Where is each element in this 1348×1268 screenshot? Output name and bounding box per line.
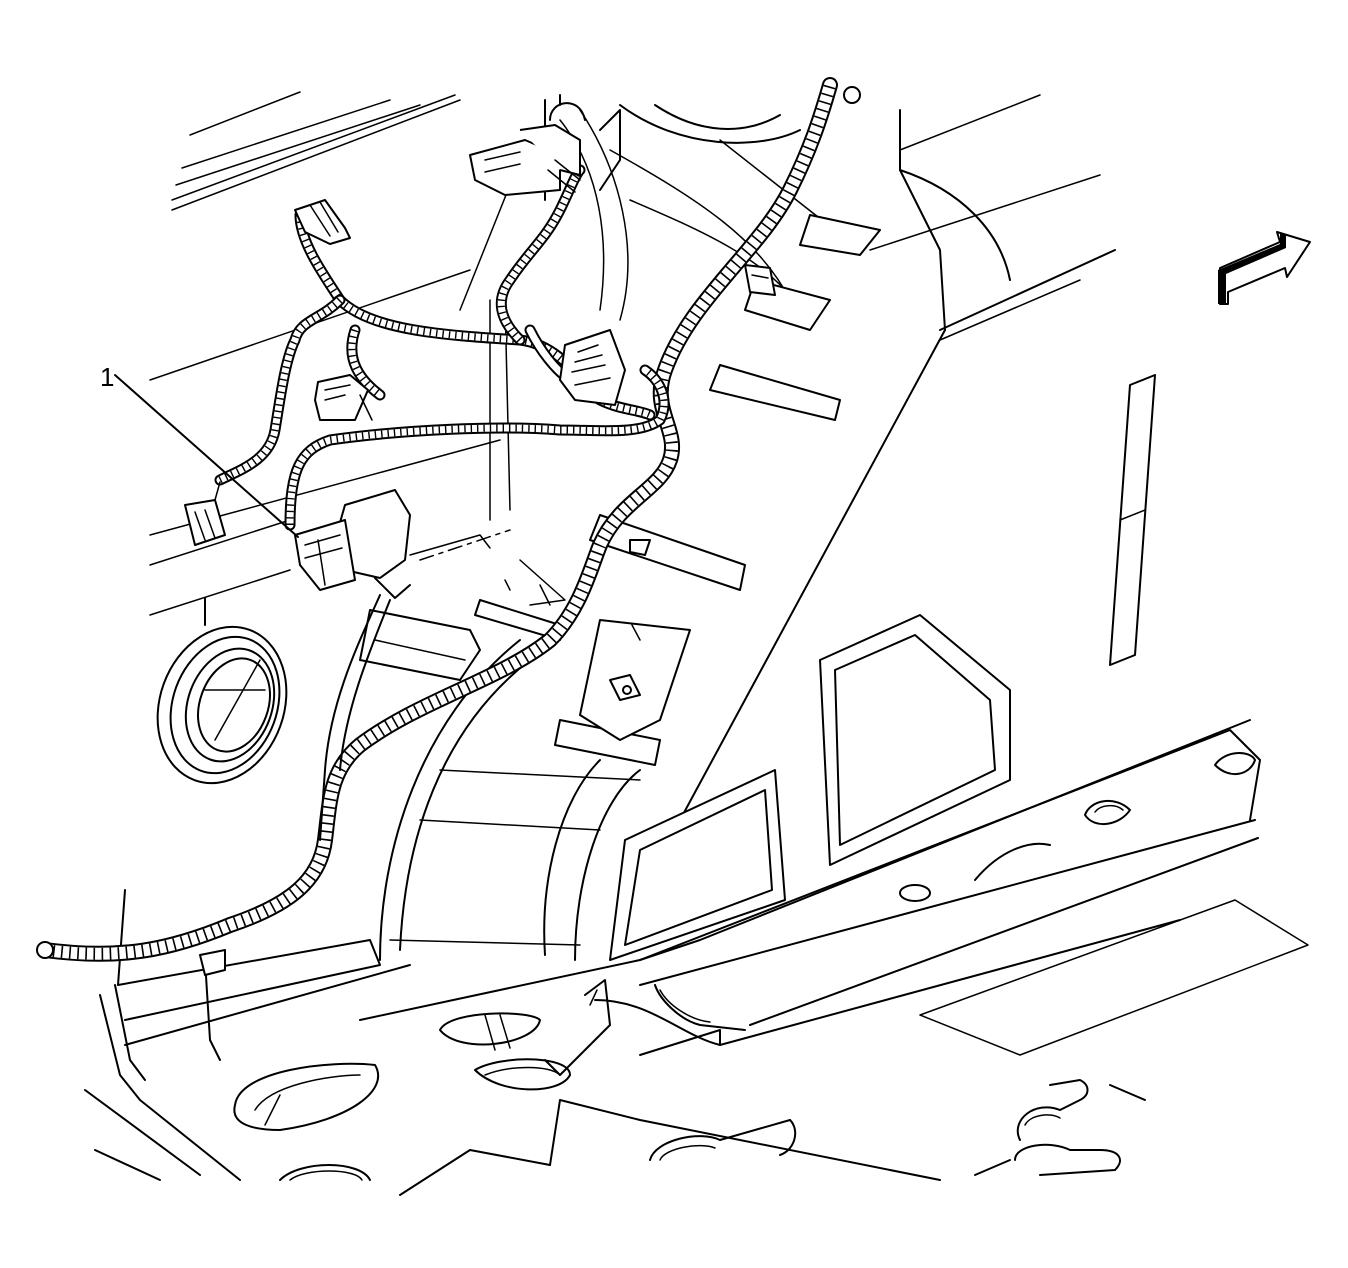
harness-connectors bbox=[184, 94, 776, 976]
floor-pan bbox=[359, 719, 1309, 1196]
callout-leader-line bbox=[114, 374, 299, 538]
upper-body-connector bbox=[469, 94, 586, 196]
top-left-pigtail-connector bbox=[294, 199, 351, 245]
rear-pillar-panel bbox=[1109, 374, 1156, 666]
mid-harness-connector bbox=[314, 374, 373, 421]
connector-mount-dash-line bbox=[409, 529, 511, 561]
left-pigtail-connector bbox=[184, 481, 226, 546]
package-tray bbox=[359, 609, 691, 741]
floor-recesses bbox=[233, 752, 1256, 1181]
pillar-harness-connector bbox=[559, 329, 626, 406]
rear-quarter-window bbox=[609, 614, 1011, 961]
harness-clip bbox=[199, 264, 776, 976]
rocker-panel bbox=[84, 889, 411, 1181]
callout-label: 1 bbox=[100, 362, 114, 392]
speaker-grille bbox=[156, 625, 288, 785]
callout-1: 1 bbox=[100, 362, 299, 538]
harness-connector bbox=[294, 489, 411, 599]
pillar-brackets bbox=[474, 214, 881, 766]
forward-direction-arrow-icon bbox=[1218, 231, 1311, 305]
